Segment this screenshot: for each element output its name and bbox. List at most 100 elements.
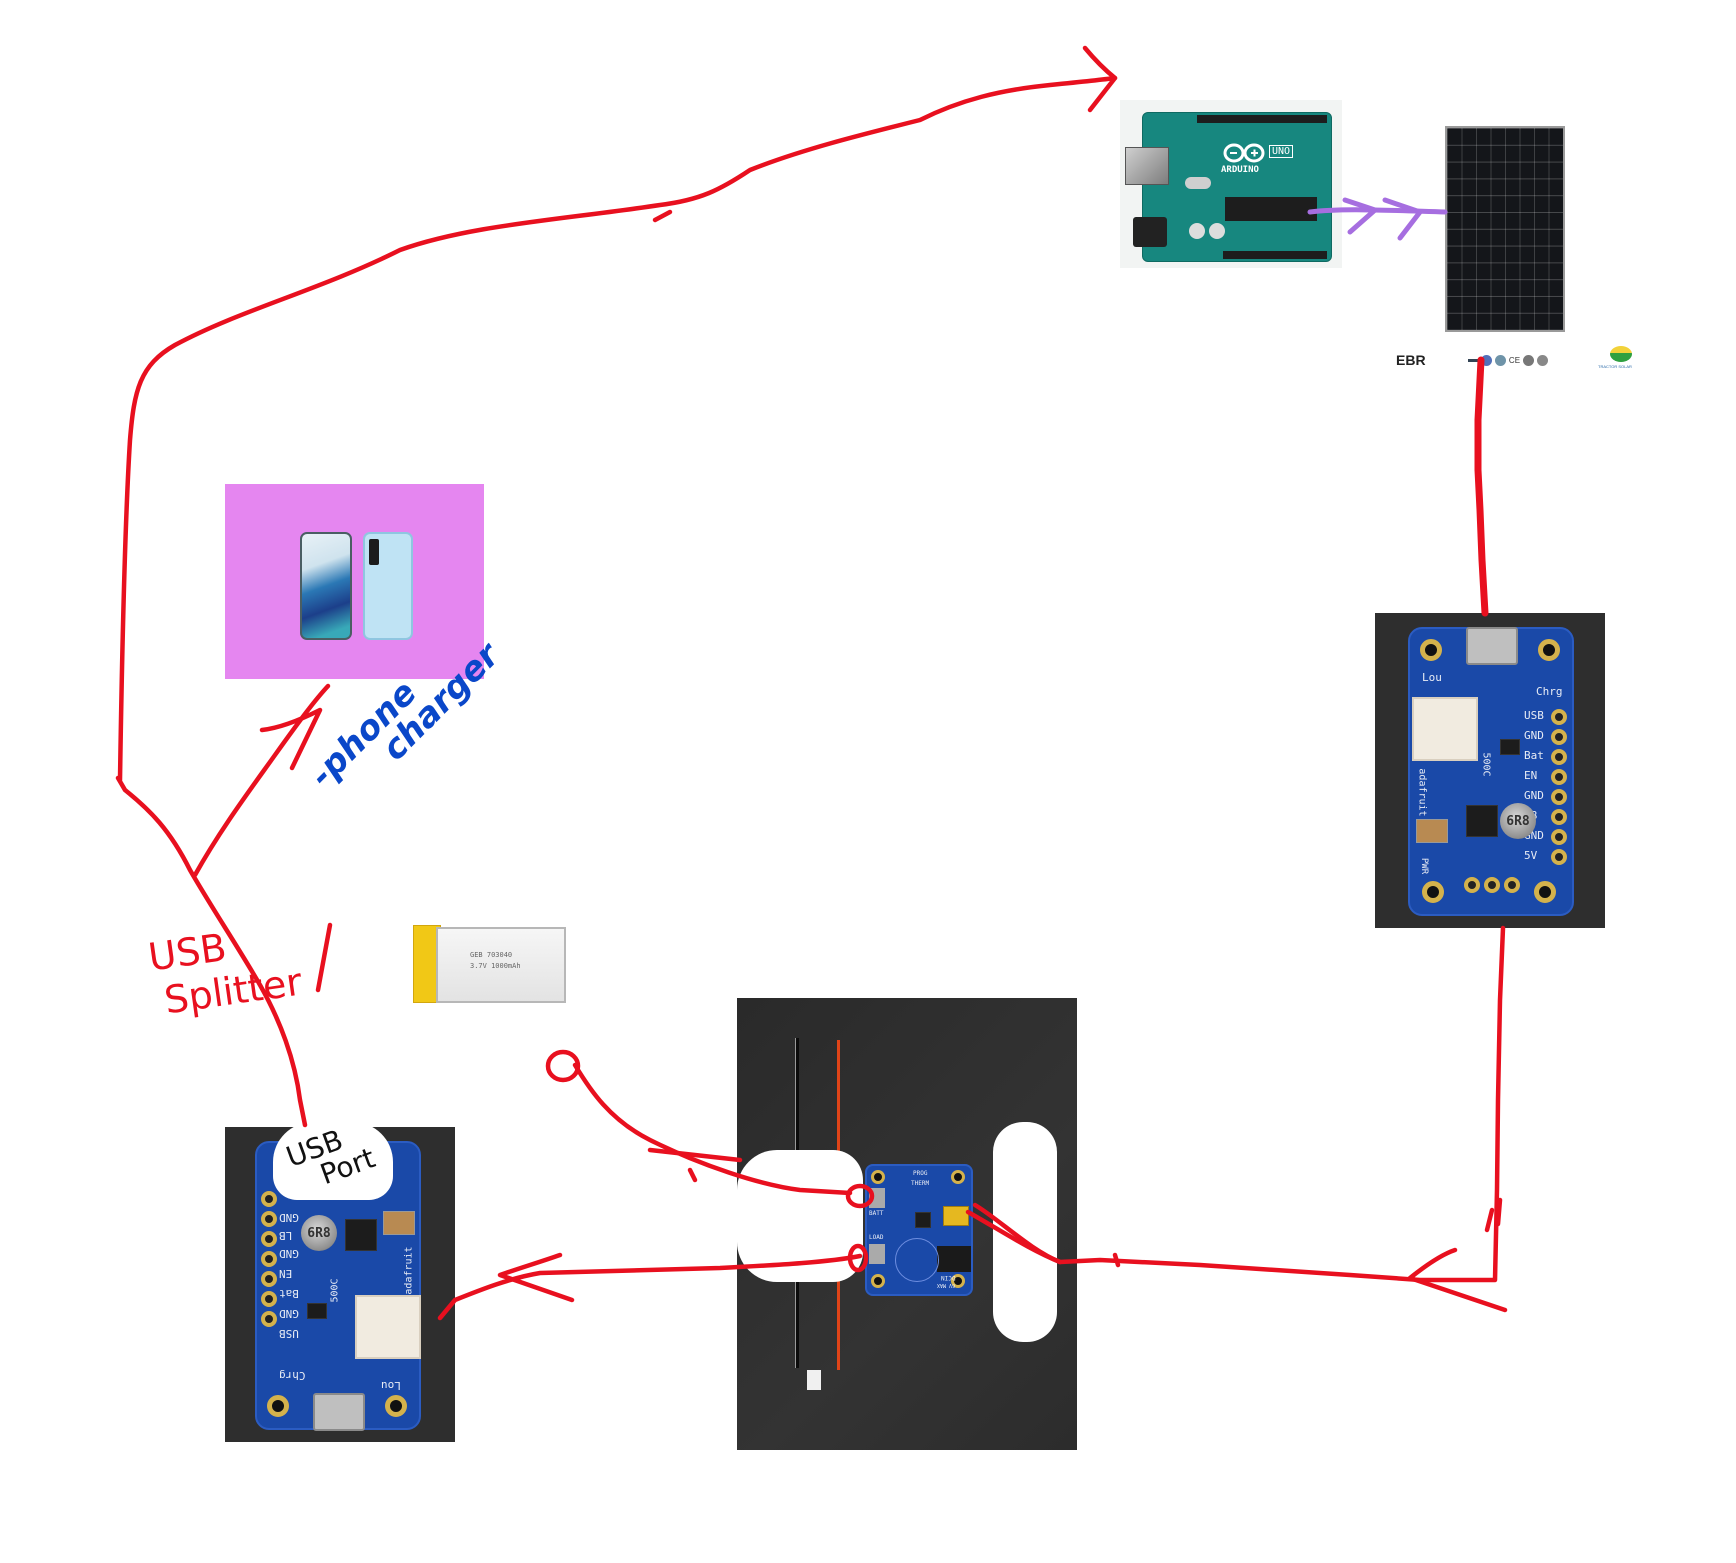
wire-connector	[807, 1370, 821, 1390]
solar-brand-logo: EBR	[1396, 352, 1426, 368]
micro-usb-port[interactable]	[313, 1393, 365, 1431]
pin-label-bat: Bat	[279, 1287, 299, 1300]
phone-front	[300, 532, 352, 640]
arrow-tick-battery	[647, 1147, 743, 1183]
micro-usb-port[interactable]	[1466, 627, 1518, 665]
bottom-pad	[1464, 877, 1480, 893]
uno-badge: UNO	[1269, 145, 1294, 158]
pwr-label: PWR	[1419, 857, 1430, 875]
right-white-cover	[993, 1122, 1057, 1342]
powerboost-right-image: Lou Chrg USB GND Bat EN GND LB GND 5V 6R…	[1375, 613, 1605, 928]
pin-label-gnd: GND	[279, 1247, 299, 1260]
load-label: LOAD	[869, 1234, 884, 1241]
dc-jack	[1133, 217, 1167, 247]
mount-hole	[871, 1274, 885, 1288]
pin-label-bat: Bat	[1524, 749, 1544, 762]
usb-port-cover	[273, 1122, 393, 1200]
pin-pad	[261, 1211, 277, 1227]
mount-hole	[1534, 881, 1556, 903]
arrow-head-up	[1484, 1197, 1503, 1233]
arduino-board: UNO ARDUINO	[1125, 112, 1332, 262]
pin-pad	[261, 1311, 277, 1327]
load-connector[interactable]	[869, 1244, 885, 1264]
jst-battery-connector[interactable]	[355, 1295, 421, 1359]
charger-ic	[915, 1212, 931, 1228]
atmega-chip	[1225, 197, 1317, 221]
arduino-logo-icon	[1223, 143, 1267, 163]
pin-label-usb: USB	[1524, 709, 1544, 722]
crystal	[1185, 177, 1211, 189]
boost-ic	[345, 1219, 377, 1251]
charger-board-image: BATT LOAD THERM PROG DCIN 6V MAX	[737, 998, 1077, 1450]
mini-usb-port[interactable]	[943, 1206, 969, 1226]
arduino-logo-text: ARDUINO	[1221, 165, 1259, 175]
mount-hole	[1538, 639, 1560, 661]
wire-solar-to-powerboost	[1474, 356, 1489, 617]
mount-hole	[1420, 639, 1442, 661]
camera-module	[369, 539, 379, 565]
pin-pad	[261, 1271, 277, 1287]
wire-to-phone	[192, 683, 331, 878]
lou-label: Lou	[1422, 671, 1442, 684]
chrg-label: Chrg	[279, 1369, 306, 1382]
arrow-tick-midline	[652, 209, 673, 223]
mount-hole	[267, 1395, 289, 1417]
model-label: 500C	[329, 1278, 341, 1303]
pin-pad	[261, 1291, 277, 1307]
batt-connector[interactable]	[869, 1188, 885, 1208]
pin-pad	[261, 1191, 277, 1207]
pin-pad	[261, 1231, 277, 1247]
powerboost-left-image: GND LB GND EN Bat GND USB Chrg Lou 6R8 a…	[225, 1122, 455, 1442]
capacitor	[383, 1211, 415, 1235]
note-usb-splitter: USB Splitter	[146, 925, 305, 1022]
therm-label: THERM	[911, 1180, 930, 1187]
lipo-battery: GEB 703040 3.7V 1000mAh	[436, 927, 566, 1003]
arduino-uno-image: UNO ARDUINO	[1120, 100, 1342, 268]
capacitor	[1416, 819, 1448, 843]
solar-panel-image: EBR CE TRACTOR SOLAR	[1380, 120, 1640, 370]
mount-hole	[951, 1274, 965, 1288]
pin-label-gnd: GND	[1524, 789, 1544, 802]
pin-label-en: EN	[279, 1267, 293, 1280]
inductor: 6R8	[1500, 803, 1536, 839]
pin-pad	[1551, 729, 1567, 745]
left-white-cover	[737, 1150, 863, 1282]
prog-label: PROG	[913, 1170, 928, 1177]
tractor-solar-logo-icon	[1610, 346, 1632, 362]
pin-pad	[1551, 769, 1567, 785]
phone-back	[363, 532, 413, 640]
arrow-head-left-powerboost	[497, 1252, 575, 1303]
sot-chip	[1500, 739, 1520, 755]
tractor-solar-brand: TRACTOR SOLAR	[1598, 364, 1632, 369]
pin-label-lb: LB	[279, 1229, 293, 1242]
capacitor-1	[1189, 223, 1205, 239]
pin-label-gnd: GND	[1524, 729, 1544, 742]
jst-battery-connector[interactable]	[1412, 697, 1478, 761]
battery-spec: 3.7V 1000mAh	[470, 962, 521, 970]
solar-panel	[1445, 126, 1565, 332]
lou-label: Lou	[381, 1379, 401, 1392]
pin-pad	[261, 1251, 277, 1267]
arrow-head-left	[1407, 1247, 1508, 1313]
splitter-tick	[315, 922, 333, 993]
powerboost-right-board: Lou Chrg USB GND Bat EN GND LB GND 5V 6R…	[1408, 627, 1574, 916]
inductor: 6R8	[301, 1215, 337, 1251]
tick-mark	[1112, 1252, 1121, 1268]
boost-ic	[1466, 805, 1498, 837]
dc-barrel-jack[interactable]	[937, 1246, 971, 1272]
pin-label-gnd: GND	[279, 1307, 299, 1320]
usb-b-connector	[1125, 147, 1169, 185]
charger-board: BATT LOAD THERM PROG DCIN 6V MAX	[865, 1164, 973, 1296]
battery-connector-circle	[545, 1049, 581, 1083]
pin-label-gnd: GND	[279, 1211, 299, 1224]
pin-pad	[1551, 749, 1567, 765]
header-bottom	[1223, 251, 1327, 259]
pin-pad	[1551, 849, 1567, 865]
pin-pad	[1551, 809, 1567, 825]
bottom-pad	[1484, 877, 1500, 893]
mount-hole	[871, 1170, 885, 1184]
pin-label-en: EN	[1524, 769, 1538, 782]
dcin-max-label: 6V MAX	[937, 1282, 956, 1288]
capacitor-2	[1209, 223, 1225, 239]
pin-label-usb: USB	[279, 1327, 299, 1340]
